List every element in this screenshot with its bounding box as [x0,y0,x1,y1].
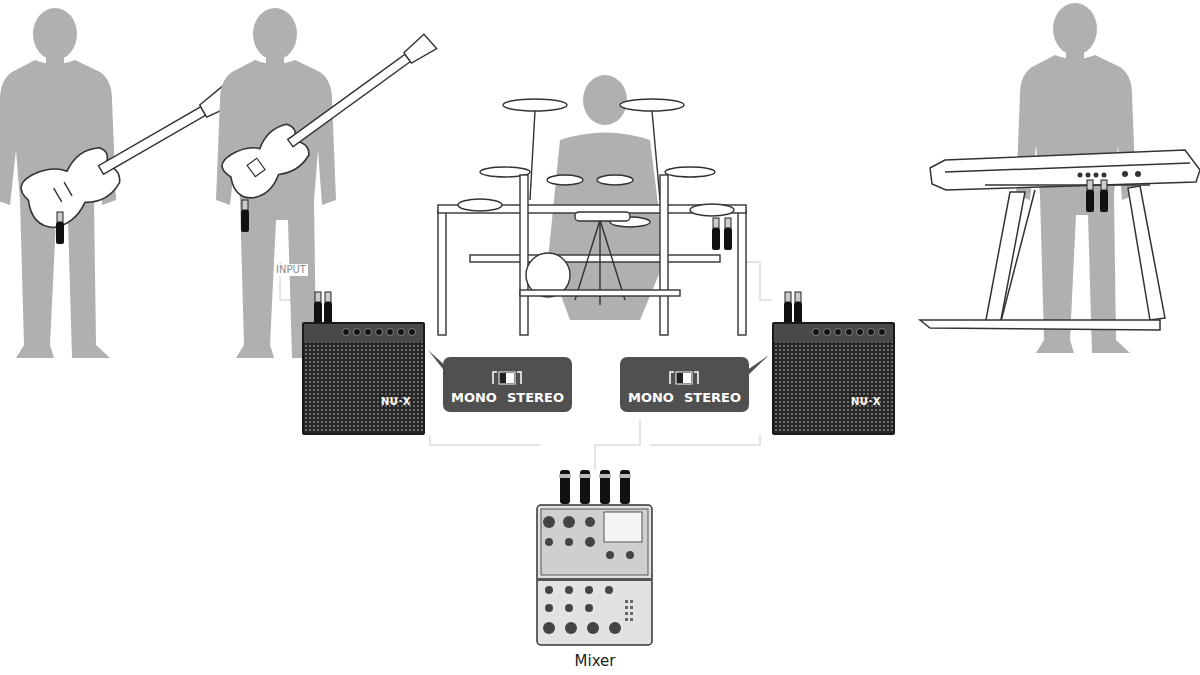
switch-positions: MONO STEREO [628,390,741,406]
bassist [216,8,446,358]
brand-logo: NU·X [381,396,411,407]
keyboardist [920,3,1200,353]
switch-positions: MONO STEREO [451,390,564,406]
switch-position-label: MONO [628,390,674,406]
port-label: INPUT [274,264,308,276]
mode-switch-callout: MONO STEREO [620,357,749,412]
switch-position-label: STEREO [507,390,564,406]
cable-lines [280,215,1098,470]
device-label: Mixer [520,650,670,672]
brand-logo: NU·X [851,396,881,407]
toggle-switch-icon [487,368,527,388]
amp-knob-strip [304,324,423,340]
mixer-illustration [537,470,652,645]
guitarist [0,8,245,358]
device-name: Mixer [575,652,616,670]
mode-switch-callout: MONO STEREO [443,357,572,412]
amp-knob-strip [774,324,893,340]
toggle-switch-icon [664,368,704,388]
amp-input-jacks [314,292,802,324]
speaker-amp: NU·X [302,322,425,435]
switch-position-label: MONO [451,390,497,406]
switch-position-label: STEREO [684,390,741,406]
drummer-with-e-kit [438,75,746,335]
speaker-amp: NU·X [772,322,895,435]
